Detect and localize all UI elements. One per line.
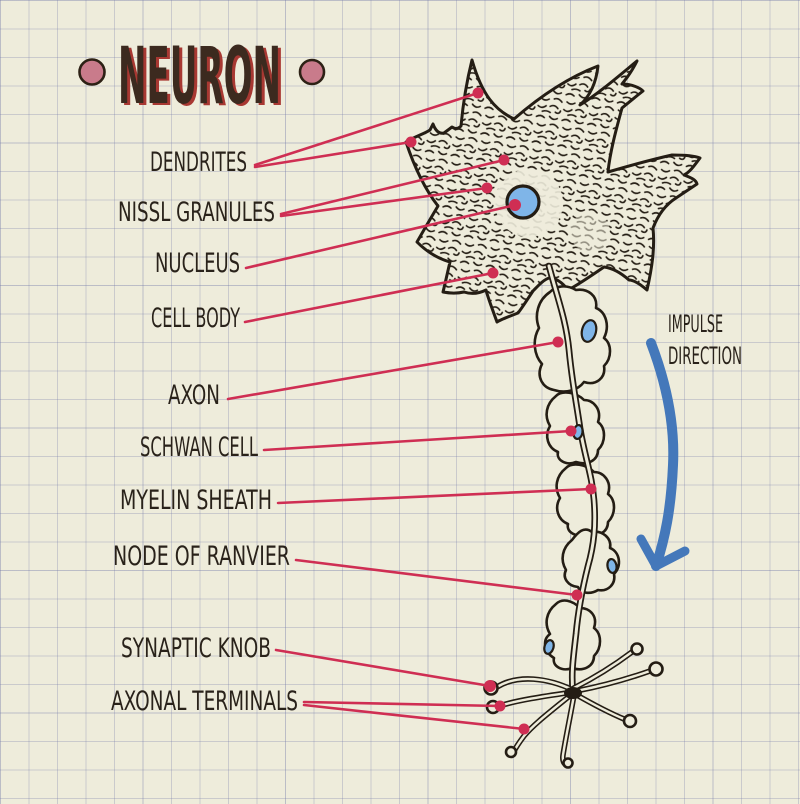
terminal-bulb [622,713,638,729]
axon-line-inner [547,264,597,694]
leader-schwan-cell [262,429,573,452]
schwann-nucleus [606,557,618,575]
soma-light-patch [570,212,610,252]
page-title: NEURON [118,32,281,122]
leader-dot-nissl-b [481,182,493,194]
terminal-bulb [504,745,518,759]
label-myelin-sheath: MYELIN SHEATH [120,485,272,516]
leader-dot-nucleus [509,199,521,211]
neuron-illustration [404,58,702,769]
leader-cell-body [243,271,495,324]
leader-synaptic-knob [274,648,492,688]
leader-nissl-a [279,158,506,216]
leader-dot-node-of-ranvier [571,589,583,601]
leader-dot-nissl-a [498,154,510,166]
leader-lines [226,87,597,735]
leader-dot-dendrites-a [472,87,484,99]
leader-dot-axonal-terminals-a [494,700,506,712]
leader-dot-axon [552,336,564,348]
label-dendrites: DENDRITES [150,147,247,178]
cell-body-shape [404,58,702,324]
leader-myelin-sheath [276,487,593,505]
leader-axonal-terminals-b [302,703,526,731]
label-nissl-granules: NISSL GRANULES [118,197,275,228]
leader-axonal-terminals-a [302,700,502,708]
leader-dot-synaptic-knob [484,680,496,692]
label-cell-body: CELL BODY [151,303,240,334]
label-nucleus: NUCLEUS [155,248,240,279]
terminal-junction [564,687,582,699]
impulse-text-line2: DIRECTION [668,342,742,370]
axon-fiber [545,262,599,696]
title-left-dot [78,58,106,86]
impulse-direction-annotation: IMPULSE DIRECTION [636,310,742,571]
soma-outline [404,58,702,324]
leader-nucleus [244,203,517,270]
axonal-terminals-branches [483,642,664,769]
diagram-title-group: NEURON NEURON [78,32,326,124]
label-node-of-ranvier: NODE OF RANVIER [113,541,290,572]
leader-dot-axonal-terminals-b [518,723,530,735]
label-synaptic-knob: SYNAPTIC KNOB [121,633,271,664]
leader-dot-myelin-sheath [585,483,597,495]
leader-nissl-b [279,186,489,218]
schwann-cell-nuclei [543,319,618,655]
terminal-bulb [562,757,574,769]
schwann-nucleus [543,639,555,655]
terminal-bulb [648,661,664,677]
impulse-text-line1: IMPULSE [668,310,723,338]
label-schwan-cell: SCHWAN CELL [140,432,258,463]
leader-axon [226,340,560,401]
leader-dendrites-a [253,91,480,167]
page-title-accent: NEURON [121,34,284,124]
leader-dot-cell-body [487,267,499,279]
label-axonal-terminals: AXONAL TERMINALS [111,686,298,717]
schwann-nucleus [580,319,598,343]
leader-dot-dendrites-b [405,136,417,148]
title-right-dot [298,58,326,86]
label-axon: AXON [168,380,220,411]
terminal-bulb [630,642,644,656]
leader-dot-schwan-cell [565,425,577,437]
myelin-segment [555,463,616,537]
leader-dendrites-b [253,140,413,169]
part-labels: DENDRITES NISSL GRANULES NUCLEUS CELL BO… [111,147,298,717]
impulse-arrow-icon [636,338,690,571]
leader-node-of-ranvier [294,558,579,597]
